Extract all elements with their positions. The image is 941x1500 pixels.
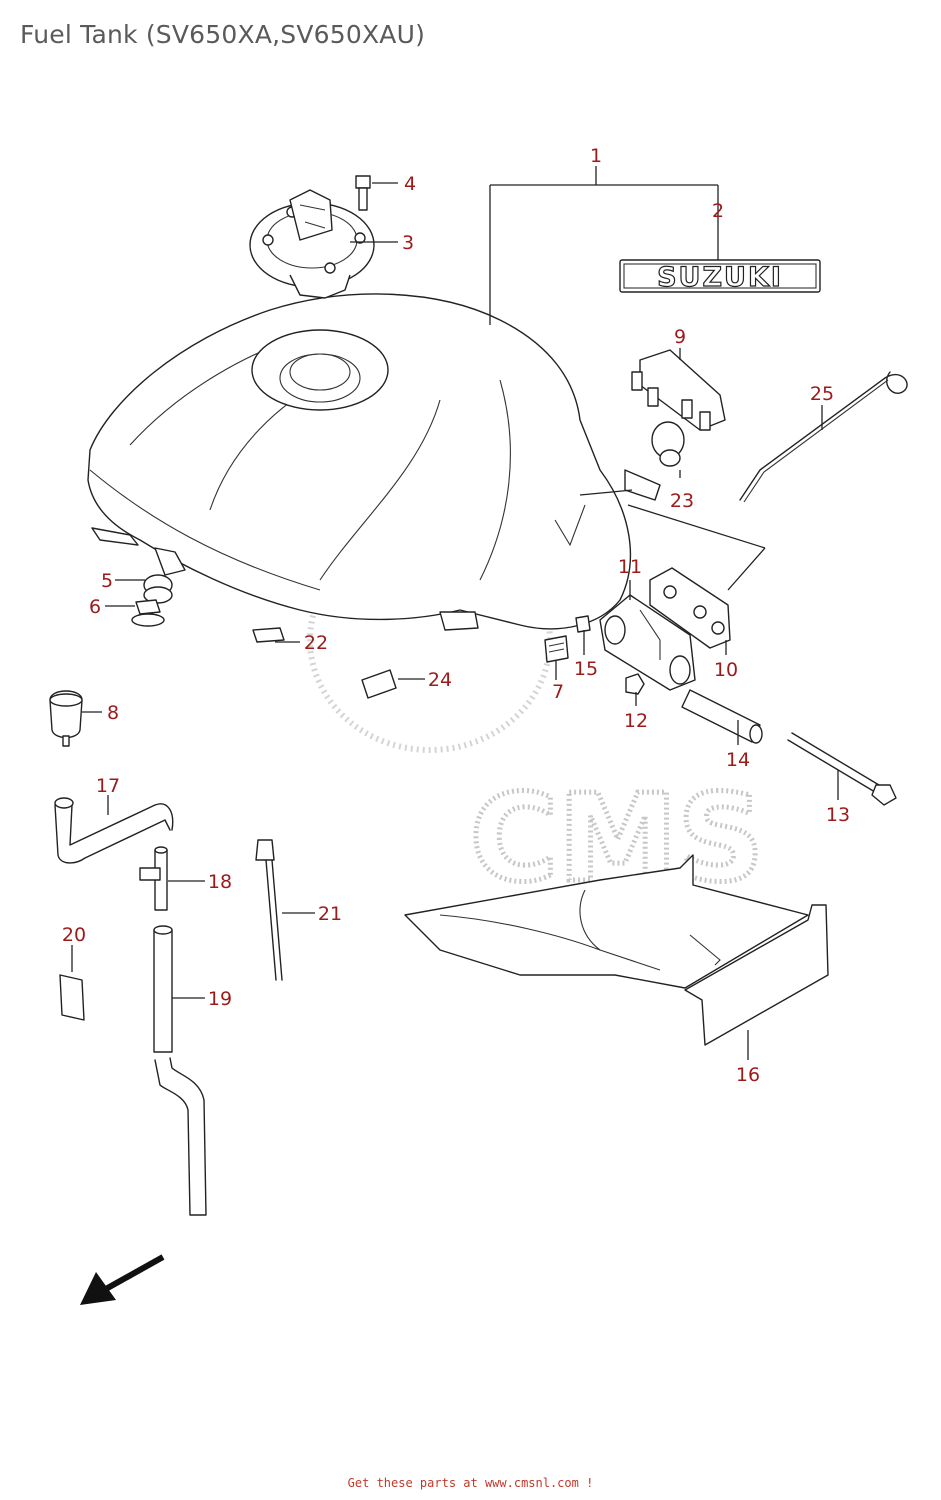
washer-pad[interactable] <box>575 615 591 633</box>
callout-10[interactable]: 10 <box>714 659 738 681</box>
callout-20[interactable]: 20 <box>62 924 86 946</box>
prop-rod[interactable] <box>739 371 908 503</box>
callout-8[interactable]: 8 <box>107 702 119 724</box>
cable-tie[interactable] <box>255 839 283 981</box>
bracket-rear[interactable] <box>599 594 696 691</box>
callout-labels: 1 2 3 4 5 6 7 8 9 10 11 12 13 14 15 16 1… <box>62 145 850 1086</box>
spacer-tube[interactable] <box>681 689 763 744</box>
long-bolt[interactable] <box>787 732 897 806</box>
bracket-side[interactable] <box>649 567 731 649</box>
nut[interactable] <box>625 673 645 695</box>
bracket-front[interactable] <box>631 349 726 431</box>
breather-hose[interactable] <box>54 797 174 864</box>
callout-3[interactable]: 3 <box>402 232 414 254</box>
t-joint[interactable] <box>139 846 168 911</box>
front-arrow-icon <box>80 1254 165 1305</box>
callout-17[interactable]: 17 <box>96 775 120 797</box>
damper[interactable] <box>49 690 83 747</box>
callout-21[interactable]: 21 <box>318 903 342 925</box>
callout-13[interactable]: 13 <box>826 804 850 826</box>
decal-text: SUZUKI <box>657 262 783 293</box>
fuel-cap[interactable] <box>249 189 375 299</box>
footer-link[interactable]: Get these parts at www.cmsnl.com ! <box>347 1476 594 1490</box>
callout-24[interactable]: 24 <box>428 669 452 691</box>
callout-9[interactable]: 9 <box>674 326 686 348</box>
callout-12[interactable]: 12 <box>624 710 648 732</box>
clip[interactable] <box>361 669 397 699</box>
callout-23[interactable]: 23 <box>670 490 694 512</box>
callout-1[interactable]: 1 <box>590 145 602 167</box>
callout-2[interactable]: 2 <box>712 200 724 222</box>
drain-hose[interactable] <box>153 925 207 1216</box>
callout-16[interactable]: 16 <box>736 1064 760 1086</box>
callout-5[interactable]: 5 <box>101 570 113 592</box>
bolt[interactable] <box>355 175 371 211</box>
grommet[interactable] <box>143 574 173 604</box>
callout-7[interactable]: 7 <box>552 681 564 703</box>
callout-18[interactable]: 18 <box>208 871 232 893</box>
callout-14[interactable]: 14 <box>726 749 750 771</box>
page-title: Fuel Tank (SV650XA,SV650XAU) <box>20 20 426 49</box>
collar[interactable] <box>131 599 165 627</box>
fuel-tank[interactable] <box>87 293 661 631</box>
callout-15[interactable]: 15 <box>574 658 598 680</box>
suzuki-decal[interactable]: SUZUKI <box>619 259 821 294</box>
pad[interactable] <box>544 635 569 663</box>
callout-19[interactable]: 19 <box>208 988 232 1010</box>
callout-25[interactable]: 25 <box>810 383 834 405</box>
label-sticker[interactable] <box>252 627 285 643</box>
callout-6[interactable]: 6 <box>89 596 101 618</box>
callout-22[interactable]: 22 <box>304 632 328 654</box>
caution-label[interactable] <box>59 974 85 1021</box>
callout-11[interactable]: 11 <box>618 556 642 578</box>
heat-shield[interactable] <box>404 854 829 1046</box>
leader-lines <box>71 166 839 1060</box>
cushion[interactable] <box>651 421 685 467</box>
callout-4[interactable]: 4 <box>404 173 416 195</box>
